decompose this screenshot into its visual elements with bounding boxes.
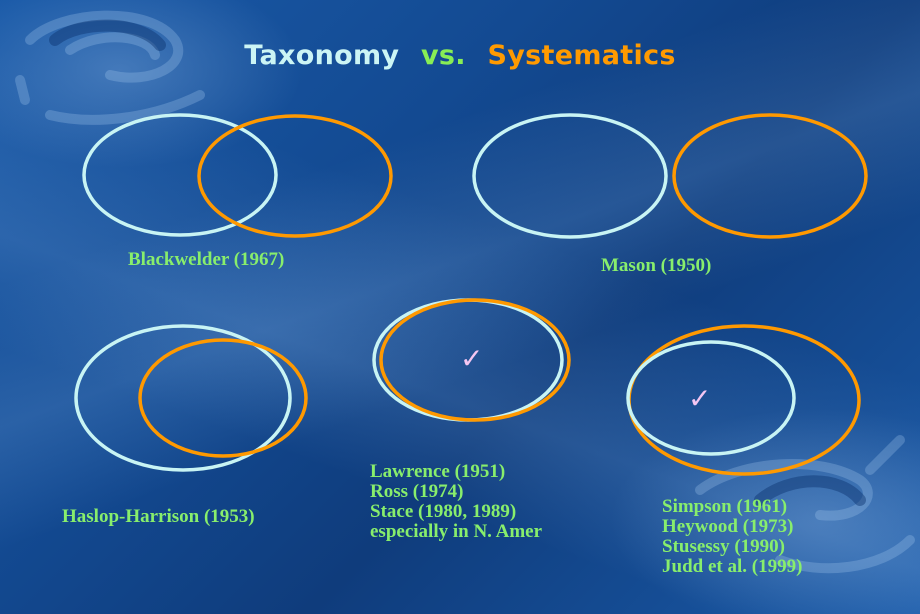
systematics-ellipse [138, 338, 308, 458]
taxonomy-ellipse [74, 324, 292, 472]
diagram-mason [472, 113, 868, 239]
diagram-haslop-harrison [74, 324, 308, 472]
title-vs: vs. [420, 40, 466, 71]
systematics-ellipse [197, 114, 393, 238]
slide-title: Taxonomy vs. Systematics [0, 40, 920, 71]
checkmark-icon: ✓ [688, 382, 712, 415]
diagram-lawrence [372, 298, 571, 422]
checkmark-icon: ✓ [460, 342, 484, 375]
diagram-blackwelder [82, 113, 393, 238]
label-haslop-harrison: Haslop-Harrison (1953) [62, 506, 255, 527]
title-taxonomy: Taxonomy [244, 40, 400, 71]
systematics-ellipse [672, 113, 868, 239]
label-simpson-group: Simpson (1961) Heywood (1973) Stusessy (… [662, 496, 803, 577]
taxonomy-ellipse [472, 113, 668, 239]
label-blackwelder: Blackwelder (1967) [128, 249, 285, 270]
title-systematics: Systematics [487, 40, 676, 71]
label-lawrence-group: Lawrence (1951) Ross (1974) Stace (1980,… [370, 461, 543, 542]
taxonomy-ellipse [626, 340, 796, 456]
diagram-simpson [626, 324, 861, 476]
taxonomy-ellipse [82, 113, 278, 237]
label-mason: Mason (1950) [601, 255, 712, 276]
systematics-ellipse [379, 298, 571, 422]
